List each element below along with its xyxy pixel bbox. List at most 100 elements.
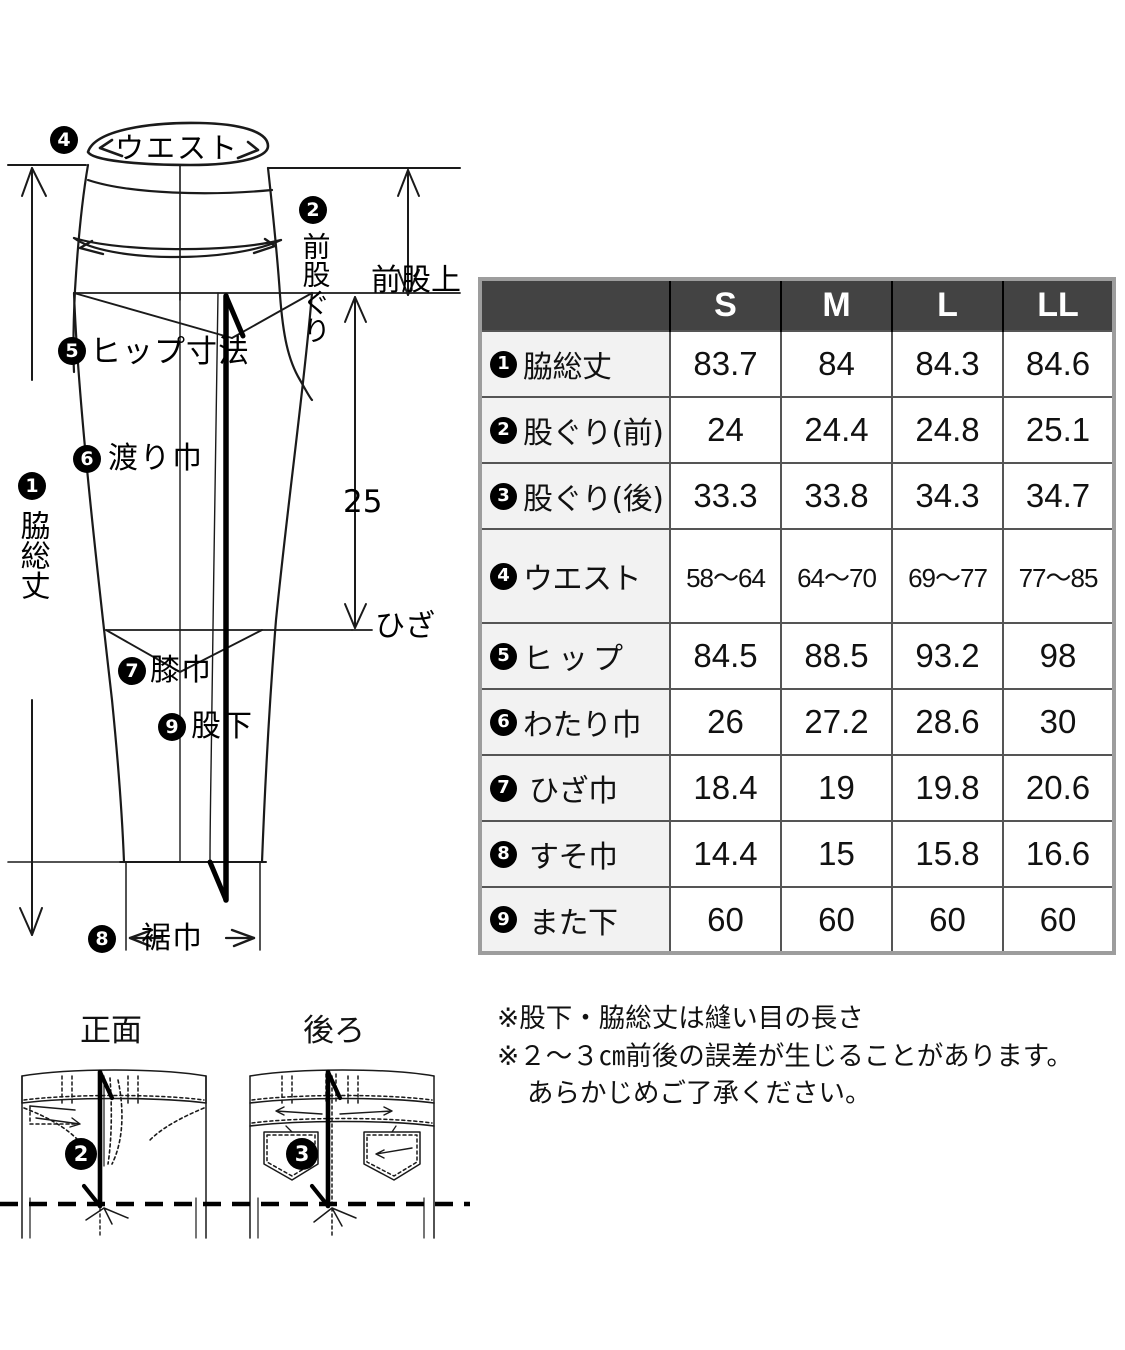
cell-value: 16.6 <box>1003 820 1114 887</box>
cell-value: 28.6 <box>892 688 1004 755</box>
front-view-label: 正面 <box>80 1013 142 1049</box>
header-blank <box>480 279 671 331</box>
row-marker-2: 2 <box>490 416 517 444</box>
marker-8-hem: 8 <box>88 925 116 953</box>
pants-measurement-diagram: 4 2 5 6 1 7 9 8 ウエスト 前股ぐり 前股上 ヒップ寸法 渡り巾 … <box>0 0 470 1000</box>
row-marker-3: 3 <box>490 482 517 510</box>
header-size-s: S <box>670 279 782 331</box>
row-label-text: ヒップ <box>523 642 628 677</box>
row-marker-6: 6 <box>490 708 517 736</box>
table-row: 8 すそ巾 14.4 15 15.8 16.6 <box>480 820 1114 887</box>
header-size-m: M <box>781 279 893 331</box>
cell-value: 64〜70 <box>781 528 893 623</box>
header-size-ll: LL <box>1003 279 1114 331</box>
cell-value: 25.1 <box>1003 396 1114 463</box>
cell-value: 77〜85 <box>1003 528 1114 623</box>
row-label-waist: 4 ウエスト <box>480 528 671 623</box>
note-line-1: ※股下・脇総丈は縫い目の長さ <box>497 1003 864 1034</box>
label-side-length: 脇総丈 <box>14 510 50 600</box>
table-header-row: S M L LL <box>480 279 1114 331</box>
row-label-inseam: 9 また下 <box>480 886 671 953</box>
row-marker-1: 1 <box>490 350 517 378</box>
row-label-front-rise: 2 股ぐり(前) <box>480 396 671 463</box>
cell-value: 33.8 <box>781 462 893 529</box>
cell-value: 15.8 <box>892 820 1004 887</box>
table-row: 5 ヒップ 84.5 88.5 93.2 98 <box>480 622 1114 689</box>
cell-value: 93.2 <box>892 622 1004 689</box>
label-waist: ウエスト <box>115 131 240 165</box>
size-table: S M L LL 1 脇総丈 83.7 84 <box>478 277 1116 955</box>
row-marker-9: 9 <box>490 906 517 933</box>
cell-value: 34.3 <box>892 462 1004 529</box>
table-row: 9 また下 60 60 60 60 <box>480 886 1114 953</box>
note-line-3: あらかじめご了承ください。 <box>527 1078 872 1110</box>
marker-4-waist: 4 <box>50 126 78 154</box>
pants-front-back-views: 正面 後ろ <box>0 1000 470 1240</box>
cell-value: 33.3 <box>670 462 782 529</box>
row-label-back-rise: 3 股ぐり(後) <box>480 462 671 529</box>
row-label-text: また下 <box>529 905 618 941</box>
cell-value: 60 <box>781 886 893 953</box>
label-knee-width: 膝巾 <box>150 653 212 688</box>
row-label-side-length: 1 脇総丈 <box>480 330 671 397</box>
marker-7-knee: 7 <box>118 657 146 685</box>
cell-value: 84.6 <box>1003 330 1114 397</box>
cell-value: 24 <box>670 396 782 463</box>
row-marker-4: 4 <box>490 562 517 590</box>
row-label-hip: 5 ヒップ <box>480 622 671 689</box>
marker-9-inseam: 9 <box>158 713 186 741</box>
marker-6-thigh: 6 <box>73 445 101 473</box>
table-row: 6 わたり巾 26 27.2 28.6 30 <box>480 688 1114 755</box>
row-label-text: 脇総丈 <box>523 350 612 385</box>
cell-value: 34.7 <box>1003 462 1114 529</box>
cell-value: 60 <box>670 886 782 953</box>
cell-value: 24.4 <box>781 396 893 463</box>
header-size-l: L <box>892 279 1004 331</box>
row-marker-7: 7 <box>490 774 517 802</box>
cell-value: 84 <box>781 330 893 397</box>
label-knee-distance: 25 <box>343 484 383 520</box>
marker-2-front-rise: 2 <box>299 196 327 224</box>
cell-value: 15 <box>781 820 893 887</box>
cell-value: 26 <box>670 688 782 755</box>
label-inseam: 股下 <box>191 709 253 744</box>
label-hip-measure: ヒップ寸法 <box>90 334 250 370</box>
size-table-container: S M L LL 1 脇総丈 83.7 84 <box>478 277 1116 955</box>
cell-value: 60 <box>1003 886 1114 953</box>
table-row: 4 ウエスト 58〜64 64〜70 69〜77 77〜85 <box>480 528 1114 623</box>
cell-value: 69〜77 <box>892 528 1004 623</box>
label-hem-width: 裾巾 <box>141 921 203 956</box>
cell-value: 20.6 <box>1003 754 1114 821</box>
cell-value: 83.7 <box>670 330 782 397</box>
row-label-thigh: 6 わたり巾 <box>480 688 671 755</box>
row-label-knee: 7 ひざ巾 <box>480 754 671 821</box>
row-label-text: 股ぐり(後) <box>523 482 664 517</box>
cell-value: 14.4 <box>670 820 782 887</box>
cell-value: 19 <box>781 754 893 821</box>
cell-value: 88.5 <box>781 622 893 689</box>
label-front-rise-measure: 前股ぐり <box>298 232 332 344</box>
row-label-text: すそ巾 <box>529 840 618 875</box>
table-row: 2 股ぐり(前) 24 24.4 24.8 25.1 <box>480 396 1114 463</box>
back-view-label: 後ろ <box>303 1013 365 1049</box>
cell-value: 24.8 <box>892 396 1004 463</box>
cell-value: 27.2 <box>781 688 893 755</box>
pants-views-svg <box>0 1069 470 1239</box>
cell-value: 84.5 <box>670 622 782 689</box>
cell-value: 84.3 <box>892 330 1004 397</box>
marker-1-side-length: 1 <box>18 472 46 500</box>
marker-5-hip: 5 <box>58 337 86 365</box>
row-label-text: 股ぐり(前) <box>523 416 664 451</box>
marker-3-back-view: 3 <box>286 1138 318 1170</box>
table-row: 1 脇総丈 83.7 84 84.3 84.6 <box>480 330 1114 397</box>
row-label-text: ひざ巾 <box>529 774 618 809</box>
cell-value: 98 <box>1003 622 1114 689</box>
row-label-text: ウエスト <box>523 562 642 597</box>
cell-value: 60 <box>892 886 1004 953</box>
row-marker-8: 8 <box>490 840 517 868</box>
row-label-hem: 8 すそ巾 <box>480 820 671 887</box>
note-line-2: ※２〜３㎝前後の誤差が生じることがあります。 <box>497 1040 1074 1072</box>
cell-value: 58〜64 <box>670 528 782 623</box>
cell-value: 30 <box>1003 688 1114 755</box>
